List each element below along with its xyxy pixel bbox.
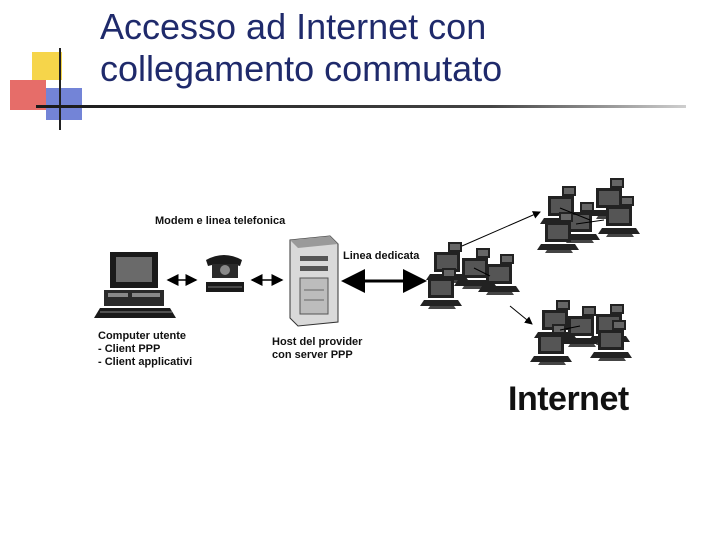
host-label-line-1: Host del provider [272, 336, 362, 349]
computer-label: Computer utente - Client PPP - Client ap… [98, 330, 192, 369]
computer-label-line-1: Computer utente [98, 330, 192, 343]
computer-label-line-2: - Client PPP [98, 343, 192, 356]
telephone-icon [206, 255, 244, 292]
user-computer-icon [94, 252, 176, 318]
modem-label: Modem e linea telefonica [155, 215, 285, 228]
host-label: Host del provider con server PPP [272, 336, 362, 362]
server-icon [290, 236, 338, 326]
dedicated-line-label: Linea dedicata [343, 250, 419, 262]
host-label-line-2: con server PPP [272, 349, 362, 362]
computer-label-line-3: - Client applicativi [98, 356, 192, 369]
internet-label: Internet [508, 380, 629, 419]
internet-computers-cluster [420, 178, 640, 365]
